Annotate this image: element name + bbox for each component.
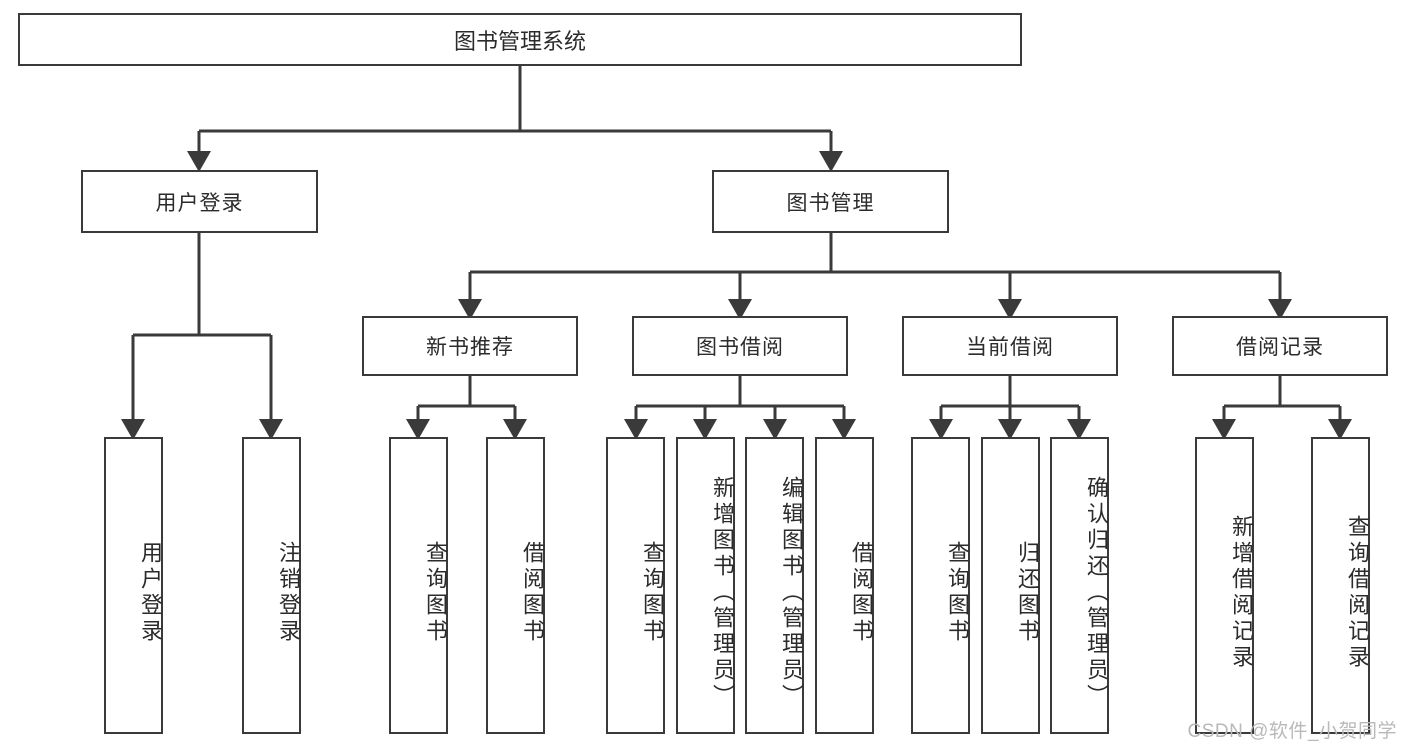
leaf-borrow-add-book-admin[interactable]: 新增图书（管理员） (676, 437, 735, 734)
leaf-borrow-query-book[interactable]: 查询图书 (606, 437, 665, 734)
node-label: 编辑图书（管理员） (779, 475, 804, 710)
node-current-borrow[interactable]: 当前借阅 (902, 316, 1118, 376)
leaf-recommend-borrow-book[interactable]: 借阅图书 (486, 437, 545, 734)
node-label: 新书推荐 (426, 336, 514, 359)
node-label: 图书借阅 (696, 336, 784, 359)
node-book-borrow[interactable]: 图书借阅 (632, 316, 848, 376)
node-root-system[interactable]: 图书管理系统 (18, 13, 1022, 66)
leaf-record-query-record[interactable]: 查询借阅记录 (1311, 437, 1370, 734)
node-new-book-recommend[interactable]: 新书推荐 (362, 316, 578, 376)
leaf-current-confirm-return-admin[interactable]: 确认归还（管理员） (1050, 437, 1109, 734)
node-label: 确认归还（管理员） (1084, 475, 1109, 710)
node-label: 查询借阅记录 (1345, 514, 1370, 671)
node-label: 用户登录 (155, 191, 244, 215)
leaf-current-query-book[interactable]: 查询图书 (911, 437, 970, 734)
node-label: 借阅图书 (520, 540, 545, 645)
leaf-current-return-book[interactable]: 归还图书 (981, 437, 1040, 734)
node-label: 查询图书 (640, 540, 665, 645)
node-label: 查询图书 (423, 540, 448, 645)
node-label: 新增借阅记录 (1229, 514, 1254, 671)
node-label: 借阅记录 (1236, 336, 1324, 359)
node-label: 归还图书 (1015, 540, 1040, 645)
node-label: 查询图书 (945, 540, 970, 645)
node-borrow-record[interactable]: 借阅记录 (1172, 316, 1388, 376)
node-label: 图书管理系统 (453, 28, 586, 54)
leaf-record-add-record[interactable]: 新增借阅记录 (1195, 437, 1254, 734)
node-label: 当前借阅 (966, 336, 1054, 359)
node-user-login[interactable]: 用户登录 (81, 170, 318, 233)
node-label: 新增图书（管理员） (710, 475, 735, 710)
leaf-borrow-edit-book-admin[interactable]: 编辑图书（管理员） (745, 437, 804, 734)
node-label: 图书管理 (786, 191, 875, 215)
node-label: 借阅图书 (849, 540, 874, 645)
node-label: 注销登录 (276, 540, 301, 645)
leaf-recommend-query-book[interactable]: 查询图书 (389, 437, 448, 734)
leaf-borrow-borrow-book[interactable]: 借阅图书 (815, 437, 874, 734)
node-book-management[interactable]: 图书管理 (712, 170, 949, 233)
node-label: 用户登录 (138, 540, 163, 645)
leaf-user-login-login[interactable]: 用户登录 (104, 437, 163, 734)
csdn-watermark: CSDN @软件_小贺同学 (1187, 721, 1397, 742)
leaf-user-login-logout[interactable]: 注销登录 (242, 437, 301, 734)
